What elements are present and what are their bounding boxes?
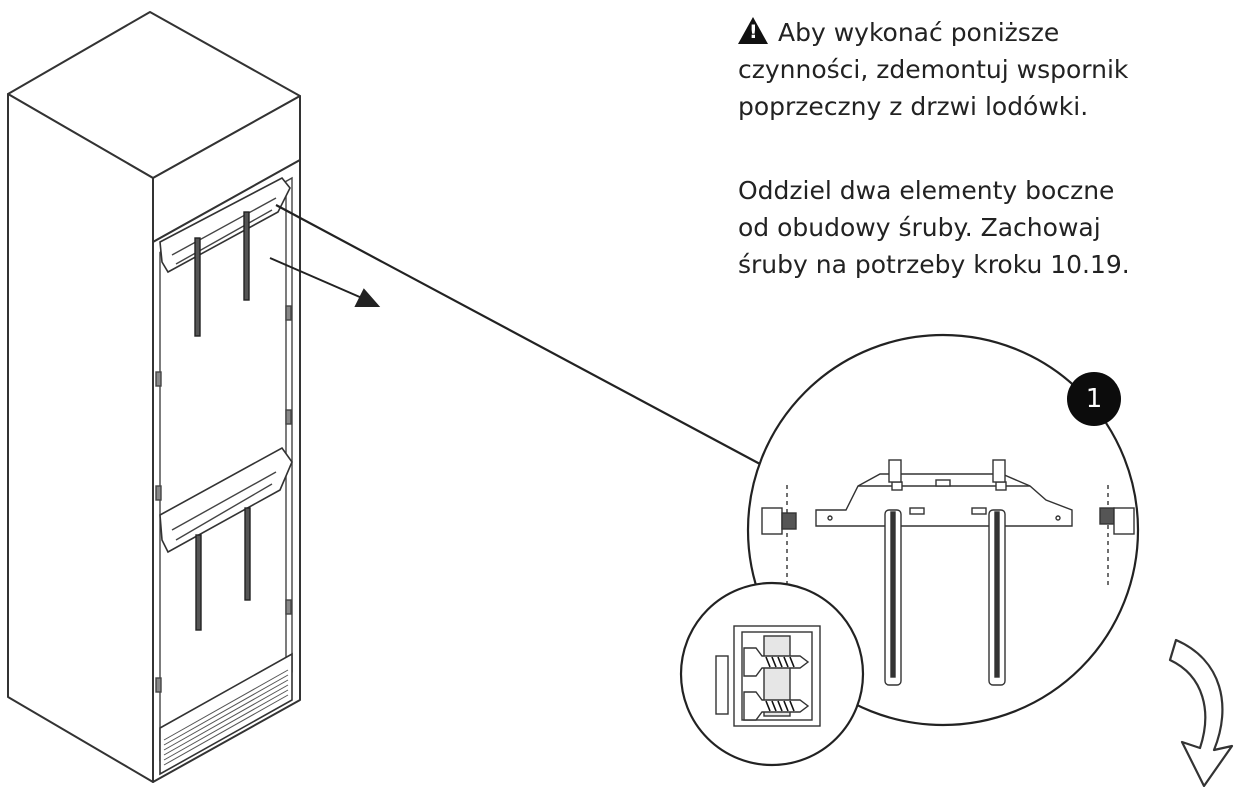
warning-text: Aby wykonać poniższe czynności, zdemontu… bbox=[738, 14, 1208, 125]
plinth-grille bbox=[163, 669, 289, 766]
step-line-2: od obudowy śruby. Zachowaj bbox=[738, 213, 1101, 242]
upper-bracket bbox=[159, 176, 291, 274]
next-step-arrow-icon bbox=[1168, 638, 1234, 787]
cabinet-side bbox=[7, 93, 154, 783]
warning-line-2: czynności, zdemontuj wspornik bbox=[738, 55, 1129, 84]
screw-lower bbox=[743, 691, 810, 721]
step-line-3: śruby na potrzeby kroku 10.19. bbox=[738, 250, 1130, 279]
leader-line bbox=[275, 204, 761, 465]
screw-detail bbox=[679, 581, 865, 767]
right-side-element bbox=[1099, 507, 1115, 525]
direction-arrow-icon bbox=[269, 257, 381, 307]
step-line-1: Oddziel dwa elementy boczne bbox=[738, 176, 1115, 205]
step-instruction: Oddziel dwa elementy boczne od obudowy ś… bbox=[738, 172, 1176, 283]
warning-line-1: Aby wykonać poniższe bbox=[778, 18, 1060, 47]
step-number-badge: 1 bbox=[1067, 372, 1121, 426]
warning-icon bbox=[738, 17, 768, 44]
left-side-element bbox=[761, 507, 783, 535]
warning-line-3: poprzeczny z drzwi lodówki. bbox=[738, 92, 1089, 121]
fridge-cabinet bbox=[7, 11, 301, 783]
cabinet-front-frame bbox=[152, 159, 301, 783]
screw-upper bbox=[743, 647, 810, 677]
